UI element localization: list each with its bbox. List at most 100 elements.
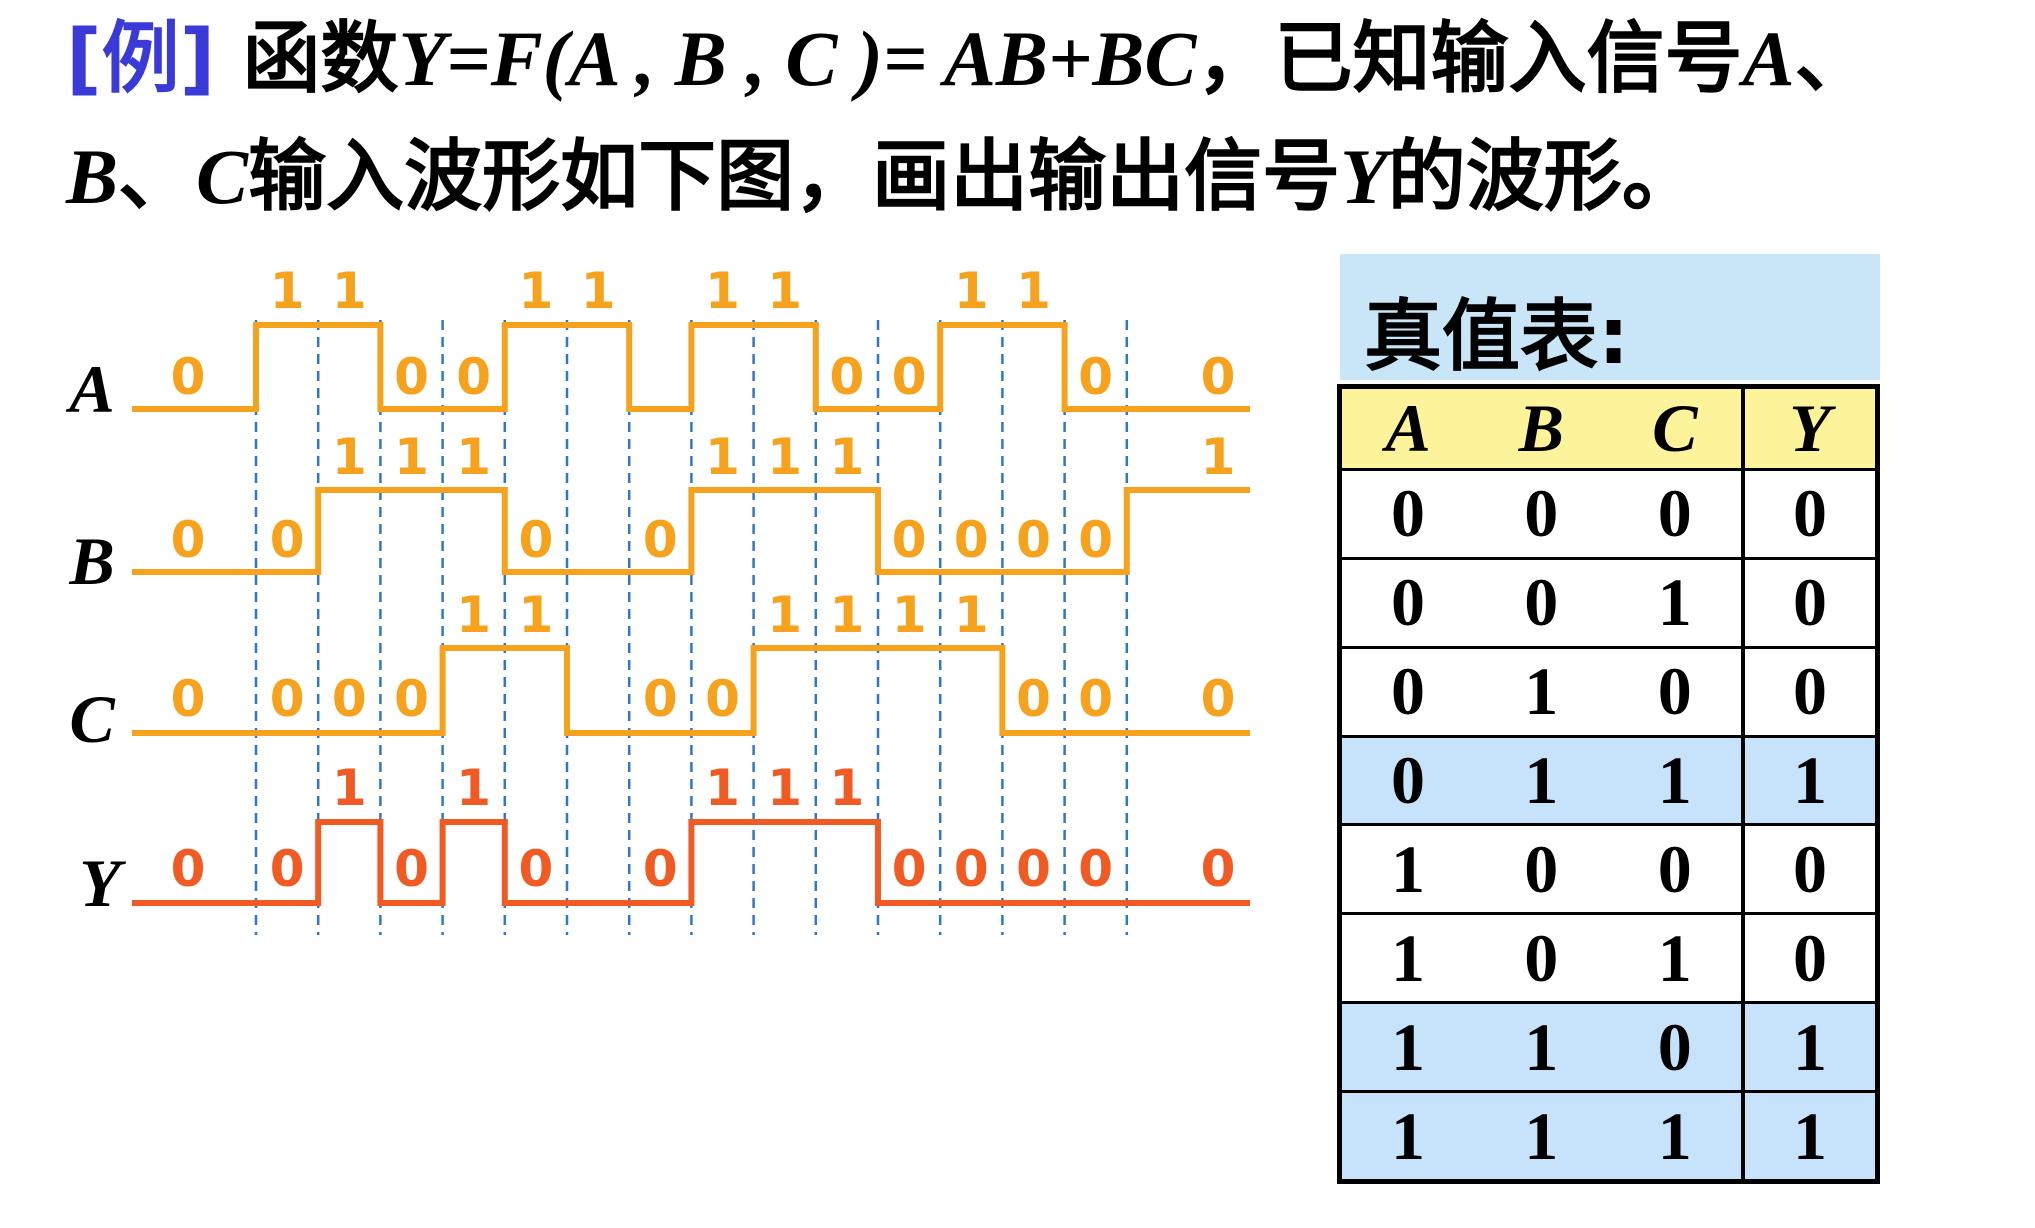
bit-label: 1 xyxy=(954,262,989,320)
bit-label: 0 xyxy=(394,348,429,406)
signal-label-b: B xyxy=(68,523,114,599)
bit-label: 0 xyxy=(954,511,989,569)
table-cell: 0 xyxy=(1474,912,1609,1005)
table-cell: 1 xyxy=(1339,1001,1474,1094)
table-cell: 1 xyxy=(1339,912,1474,1005)
truth-table-header-row: A B C Y xyxy=(1339,385,1878,471)
signal-name: A xyxy=(1742,15,1795,102)
bit-label: 1 xyxy=(705,759,740,817)
table-cell: 0 xyxy=(1339,556,1474,649)
table-cell: 0 xyxy=(1339,468,1474,560)
bit-label: 1 xyxy=(767,428,802,486)
table-cell: 1 xyxy=(1608,556,1745,649)
bit-label: 1 xyxy=(332,262,367,320)
table-cell: 1 xyxy=(1608,1090,1745,1183)
bit-label: 0 xyxy=(1078,670,1113,728)
problem-text: 、 xyxy=(118,132,197,222)
table-cell: 1 xyxy=(1743,1001,1878,1094)
bit-label: 1 xyxy=(1016,262,1051,320)
bit-label: 0 xyxy=(1016,511,1051,569)
table-cell: 1 xyxy=(1743,734,1878,827)
header-cell-a: A xyxy=(1339,385,1474,471)
waveform-y xyxy=(132,819,1250,906)
bit-label: 0 xyxy=(1078,348,1113,406)
table-cell: 0 xyxy=(1608,468,1745,560)
bit-label: 0 xyxy=(270,511,305,569)
bit-label: 0 xyxy=(394,840,429,898)
bit-label: 0 xyxy=(171,670,206,728)
bit-label: 1 xyxy=(892,586,927,644)
bit-label: 0 xyxy=(171,348,206,406)
bit-label: 1 xyxy=(767,759,802,817)
bit-label: 0 xyxy=(519,840,554,898)
signal-name: C xyxy=(196,133,249,220)
bit-label: 1 xyxy=(270,262,305,320)
signal-label-c: C xyxy=(69,681,115,757)
bit-label: 0 xyxy=(171,511,206,569)
table-cell: 0 xyxy=(1743,645,1878,738)
bit-label: 0 xyxy=(1016,670,1051,728)
bit-label: 0 xyxy=(456,348,491,406)
table-cell: 1 xyxy=(1474,734,1609,827)
table-cell: 0 xyxy=(1474,468,1609,560)
bit-label: 1 xyxy=(456,759,491,817)
bit-label: 1 xyxy=(830,759,865,817)
table-cell: 1 xyxy=(1608,912,1745,1005)
bit-label: 1 xyxy=(456,586,491,644)
waveform-c xyxy=(132,645,1250,736)
bit-label: 1 xyxy=(705,262,740,320)
table-cell: 0 xyxy=(1474,823,1609,916)
table-cell: 1 xyxy=(1339,1090,1474,1183)
waveform-b xyxy=(132,487,1250,575)
problem-line-1: [例] 函数Y=F(A , B , C )= AB+BC，已知输入信号A、 xyxy=(66,0,2026,118)
bit-label: 1 xyxy=(456,428,491,486)
bit-label: 0 xyxy=(270,670,305,728)
bit-label: 0 xyxy=(705,670,740,728)
bit-label: 0 xyxy=(1016,840,1051,898)
problem-line-2: B、C输入波形如下图，画出输出信号Y的波形。 xyxy=(66,118,2026,236)
truth-table-title: 真值表: xyxy=(1364,292,1630,382)
bit-label: 1 xyxy=(394,428,429,486)
bit-label: 0 xyxy=(519,511,554,569)
table-cell: 0 xyxy=(1339,645,1474,738)
bit-label: 0 xyxy=(1078,840,1113,898)
truth-table-title-box: 真值表: xyxy=(1340,254,1880,382)
table-cell: 0 xyxy=(1608,1001,1745,1094)
table-cell: 1 xyxy=(1474,645,1609,738)
table-cell: 0 xyxy=(1608,823,1745,916)
bit-label: 1 xyxy=(519,262,554,320)
bit-label: 0 xyxy=(1078,511,1113,569)
bit-label: 0 xyxy=(892,511,927,569)
bit-label: 0 xyxy=(643,511,678,569)
problem-text: 、 xyxy=(1794,14,1873,104)
bit-label: 1 xyxy=(332,759,367,817)
bit-label: 1 xyxy=(954,586,989,644)
table-cell: 1 xyxy=(1474,1090,1609,1183)
table-cell: 0 xyxy=(1474,556,1609,649)
waveform-a xyxy=(132,322,1250,412)
bit-label: 0 xyxy=(171,840,206,898)
bit-label: 0 xyxy=(643,840,678,898)
function-formula: Y=F(A , B , C )= AB+BC xyxy=(398,15,1197,102)
table-cell: 0 xyxy=(1743,912,1878,1005)
bit-label: 0 xyxy=(830,348,865,406)
table-cell: 1 xyxy=(1743,1090,1878,1183)
example-tag: [例] xyxy=(66,14,216,104)
bit-label: 1 xyxy=(332,428,367,486)
table-cell: 0 xyxy=(1743,556,1878,649)
bit-label: 0 xyxy=(1201,348,1236,406)
bit-label: 0 xyxy=(1201,670,1236,728)
bit-label: 0 xyxy=(892,348,927,406)
problem-text: 的波形。 xyxy=(1387,132,1700,222)
bit-label: 1 xyxy=(705,428,740,486)
bit-label: 1 xyxy=(519,586,554,644)
table-cell: 0 xyxy=(1339,734,1474,827)
table-cell: 1 xyxy=(1474,1001,1609,1094)
